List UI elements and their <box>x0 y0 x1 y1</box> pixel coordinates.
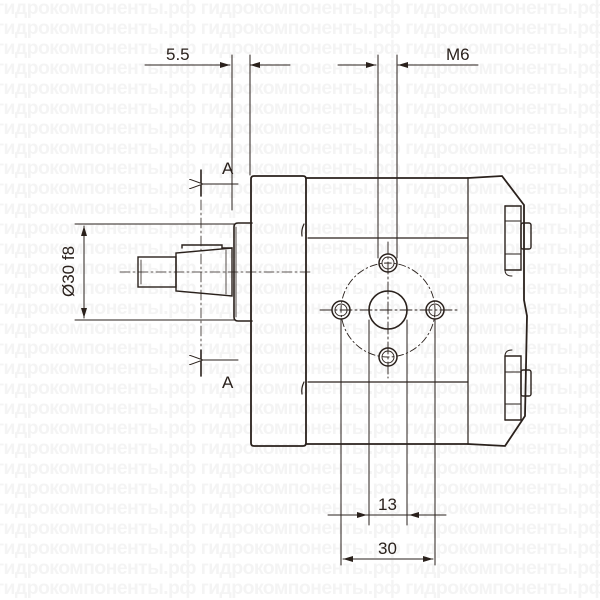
extension-lines-bottom <box>340 318 436 566</box>
dimension-label-13: 13 <box>378 495 397 514</box>
port-bolt-circle <box>319 241 459 379</box>
dimension-label-30: 30 <box>378 539 397 558</box>
rear-cover <box>467 175 528 447</box>
port-main <box>368 290 408 330</box>
front-cover <box>250 175 307 447</box>
dimension-shaft-diameter <box>74 223 236 321</box>
drive-shaft <box>119 244 311 297</box>
dimension-5-5 <box>144 54 291 211</box>
section-label-bottom: A <box>222 373 234 392</box>
dimension-label-shaft-diameter: Ø30 f8 <box>59 246 78 297</box>
rear-nut-top <box>504 205 532 277</box>
pump-body <box>301 177 469 445</box>
flange-pilot <box>233 222 253 322</box>
dimension-label-m6: M6 <box>446 45 470 64</box>
dimension-label-5-5: 5.5 <box>166 45 190 64</box>
section-label-top: A <box>222 159 234 178</box>
dimension-m6 <box>337 54 479 259</box>
rear-nut-bottom <box>504 349 532 421</box>
